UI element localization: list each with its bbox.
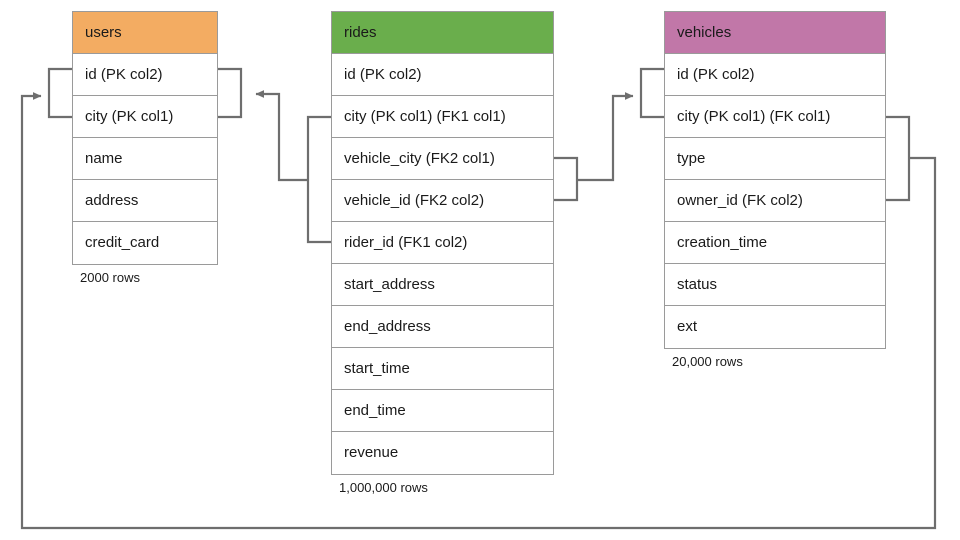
table-rides-column-id[interactable]: id (PK col2) (332, 54, 553, 96)
users-left-bracket (47, 67, 72, 119)
table-rides-column-end-time[interactable]: end_time (332, 390, 553, 432)
rides-to-users-link (255, 90, 308, 182)
column-label: owner_id (FK col2) (677, 192, 803, 209)
table-rides-column-start-time[interactable]: start_time (332, 348, 553, 390)
table-users-column-name[interactable]: name (73, 138, 217, 180)
column-label: creation_time (677, 234, 768, 251)
rides-to-vehicles-link (577, 92, 634, 182)
table-users-column-address[interactable]: address (73, 180, 217, 222)
vehicles-left-bracket (639, 67, 664, 119)
table-users[interactable]: users id (PK col2) city (PK col1) name a… (72, 11, 218, 265)
table-vehicles-column-city[interactable]: city (PK col1) (FK col1) (665, 96, 885, 138)
column-label: id (PK col2) (677, 66, 755, 83)
table-rides-column-end-address[interactable]: end_address (332, 306, 553, 348)
column-label: id (PK col2) (85, 66, 163, 83)
column-label: city (PK col1) (FK col1) (677, 108, 831, 125)
table-rides-column-vehicle-city[interactable]: vehicle_city (FK2 col1) (332, 138, 553, 180)
table-users-column-city[interactable]: city (PK col1) (73, 96, 217, 138)
table-rides-column-start-address[interactable]: start_address (332, 264, 553, 306)
column-label: revenue (344, 444, 399, 461)
column-label: rider_id (FK1 col2) (344, 234, 468, 251)
table-users-column-id[interactable]: id (PK col2) (73, 54, 217, 96)
table-rides-row-count: 1,000,000 rows (339, 480, 428, 495)
table-users-header: users (73, 12, 217, 54)
table-users-column-credit-card[interactable]: credit_card (73, 222, 217, 264)
table-rides-header: rides (332, 12, 553, 54)
column-label: start_address (344, 276, 435, 293)
users-right-bracket (218, 67, 243, 119)
column-label: type (677, 150, 706, 167)
column-label: id (PK col2) (344, 66, 422, 83)
table-users-title: users (85, 24, 122, 41)
column-label: name (85, 150, 123, 167)
rides-left-bracket (306, 115, 331, 244)
table-vehicles[interactable]: vehicles id (PK col2) city (PK col1) (FK… (664, 11, 886, 349)
column-label: start_time (344, 360, 410, 377)
column-label: end_address (344, 318, 431, 335)
table-vehicles-title: vehicles (677, 24, 732, 41)
rides-right-bracket (554, 156, 579, 202)
table-vehicles-header: vehicles (665, 12, 885, 54)
table-vehicles-row-count: 20,000 rows (672, 354, 743, 369)
table-rides-column-revenue[interactable]: revenue (332, 432, 553, 474)
table-vehicles-column-id[interactable]: id (PK col2) (665, 54, 885, 96)
column-label: city (PK col1) (FK1 col1) (344, 108, 506, 125)
table-vehicles-column-owner-id[interactable]: owner_id (FK col2) (665, 180, 885, 222)
table-rides-column-vehicle-id[interactable]: vehicle_id (FK2 col2) (332, 180, 553, 222)
table-rides-column-city[interactable]: city (PK col1) (FK1 col1) (332, 96, 553, 138)
table-rides-title: rides (344, 24, 377, 41)
table-vehicles-column-type[interactable]: type (665, 138, 885, 180)
column-label: end_time (344, 402, 406, 419)
table-users-row-count: 2000 rows (80, 270, 140, 285)
column-label: status (677, 276, 718, 293)
column-label: address (85, 192, 139, 209)
column-label: vehicle_id (FK2 col2) (344, 192, 485, 209)
vehicles-right-bracket (886, 115, 911, 202)
column-label: vehicle_city (FK2 col1) (344, 150, 495, 167)
table-vehicles-column-ext[interactable]: ext (665, 306, 885, 348)
table-vehicles-column-status[interactable]: status (665, 264, 885, 306)
table-vehicles-column-creation-time[interactable]: creation_time (665, 222, 885, 264)
column-label: credit_card (85, 234, 160, 251)
table-rides-column-rider-id[interactable]: rider_id (FK1 col2) (332, 222, 553, 264)
column-label: city (PK col1) (85, 108, 174, 125)
table-rides[interactable]: rides id (PK col2) city (PK col1) (FK1 c… (331, 11, 554, 475)
column-label: ext (677, 318, 698, 335)
